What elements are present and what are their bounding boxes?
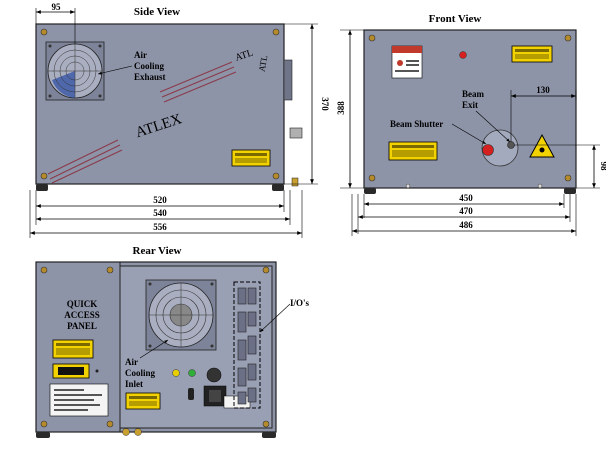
fan-label-line3: Exhaust — [134, 72, 166, 82]
screw — [40, 172, 48, 180]
beam-exit-aperture — [507, 141, 515, 149]
side-fitting — [289, 127, 303, 139]
dim-95: 95 — [52, 2, 62, 12]
io-connectors — [237, 287, 257, 405]
screw — [40, 420, 48, 428]
side-small-fitting — [291, 177, 299, 187]
fuse-holder — [188, 388, 194, 400]
foot — [36, 432, 50, 438]
beam-exit-arrow — [475, 110, 511, 143]
dim-370: 370 — [320, 97, 330, 111]
rear-view: Rear View QUICK ACCESS PANEL — [35, 245, 310, 438]
screw — [272, 172, 280, 180]
power-inlet — [203, 385, 227, 407]
screw — [106, 266, 114, 274]
foot — [272, 184, 284, 191]
beam-shutter-label: Beam Shutter — [390, 119, 443, 129]
intake-fan-icon — [145, 279, 217, 351]
beam-shutter — [481, 129, 519, 167]
dim-470: 470 — [459, 206, 473, 216]
beam-shutter-arrow — [451, 123, 487, 145]
io-region — [233, 281, 261, 409]
foot — [564, 188, 576, 194]
exhaust-fan-icon — [45, 41, 105, 101]
beam-exit-label-line1: Beam — [462, 89, 484, 99]
quick-access-line3: PANEL — [67, 321, 97, 331]
io-label: I/O's — [290, 298, 310, 308]
screw — [262, 420, 270, 428]
inlet-label-line1: Air — [125, 357, 138, 367]
key-lock — [206, 367, 222, 383]
inlet-label-line3: Inlet — [125, 379, 143, 389]
front-view-title: Front View — [429, 13, 482, 25]
foot — [262, 432, 276, 438]
screw — [564, 174, 572, 182]
dim-520: 520 — [153, 195, 167, 205]
brand-small-vertical: ATL — [257, 54, 270, 72]
dim-130: 130 — [536, 85, 550, 95]
quick-access-line2: ACCESS — [64, 310, 100, 320]
side-view: Side View Air Cooling Exhaust — [29, 2, 330, 238]
side-connector-block — [283, 59, 293, 101]
screw — [368, 174, 376, 182]
dim-98: 98 — [599, 162, 606, 172]
front-view: Front View — [336, 13, 606, 236]
inlet-label-line2: Cooling — [125, 368, 156, 378]
io-arrow — [259, 303, 291, 333]
foot — [364, 188, 376, 194]
screw — [368, 34, 376, 42]
indicator-green — [188, 369, 196, 377]
dim-450: 450 — [459, 193, 473, 203]
screw — [40, 266, 48, 274]
decor-stripes — [47, 61, 237, 184]
dim-540: 540 — [153, 208, 167, 218]
beam-exit-label-line2: Exit — [462, 100, 478, 110]
laser-warning-icon — [529, 133, 555, 158]
dim-556: 556 — [153, 222, 167, 232]
screw — [272, 28, 280, 36]
danger-label — [391, 45, 423, 79]
inlet-arrow — [139, 339, 169, 359]
fan-label-line1: Air — [134, 50, 147, 60]
indicator-yellow — [172, 369, 180, 377]
side-view-title: Side View — [134, 6, 180, 18]
dim-388: 388 — [336, 101, 346, 115]
screw — [106, 420, 114, 428]
brand-small: ATL — [234, 48, 255, 64]
fan-label-arrow — [97, 65, 133, 75]
dim-486: 486 — [459, 220, 473, 230]
fan-label-line2: Cooling — [134, 61, 165, 71]
rear-view-title: Rear View — [133, 245, 182, 257]
foot — [36, 184, 48, 191]
screw — [40, 28, 48, 36]
screw — [262, 266, 270, 274]
indicator-light — [459, 51, 467, 59]
quick-access-line1: QUICK — [67, 299, 98, 309]
screw — [564, 34, 572, 42]
